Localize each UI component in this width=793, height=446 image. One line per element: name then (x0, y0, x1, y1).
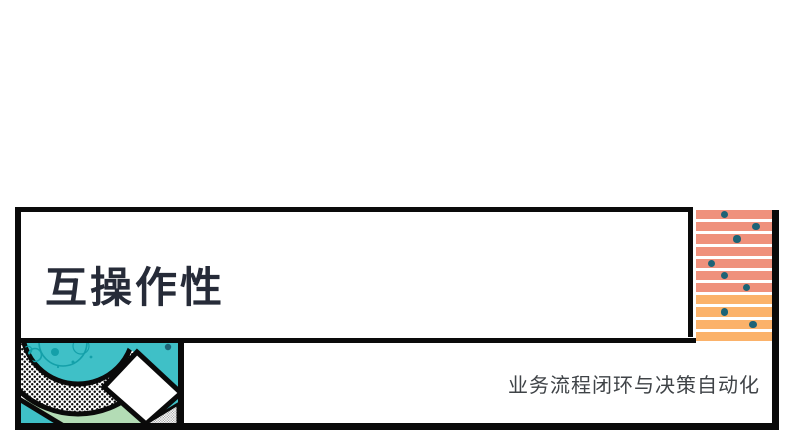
stripe-row (696, 270, 772, 281)
stripe-dot (721, 211, 729, 219)
slide-canvas: 互操作性 业务流程闭环与决策自动化 (15, 207, 779, 430)
stripe-row (696, 295, 772, 305)
slide-subtitle: 业务流程闭环与决策自动化 (508, 374, 760, 397)
frame-border-middle (15, 338, 696, 343)
subtitle-band: 业务流程闭环与决策自动化 (184, 343, 772, 423)
stripe-row (696, 234, 772, 244)
frame-border-left (15, 207, 21, 430)
stripe-dot (733, 235, 741, 243)
memphis-pattern-graphic (21, 343, 178, 423)
stripe-dot (752, 223, 760, 231)
stripe-row (696, 331, 772, 341)
stripe-dot (749, 320, 757, 328)
stripe-row (696, 283, 772, 293)
frame-border-bottom (15, 423, 779, 430)
stripe-row (696, 222, 772, 232)
frame-border-pattern-divider (178, 343, 184, 423)
memphis-pattern-svg (21, 343, 178, 423)
slide-title: 互操作性 (45, 264, 226, 311)
stripe-dot (742, 284, 750, 292)
stripe-row (696, 246, 772, 256)
stripe-row (696, 210, 772, 220)
stripe-dot (720, 271, 728, 280)
stripe-row (696, 258, 772, 268)
title-box: 互操作性 (21, 212, 688, 338)
stripe-dot (707, 259, 715, 267)
stripes-decoration (696, 210, 772, 341)
frame-border-top (15, 207, 693, 212)
stripe-row (696, 307, 772, 317)
frame-border-titlebox-right (688, 207, 693, 337)
frame-border-right (772, 210, 779, 430)
stripe-row (696, 319, 772, 329)
stripe-dot (720, 308, 728, 316)
